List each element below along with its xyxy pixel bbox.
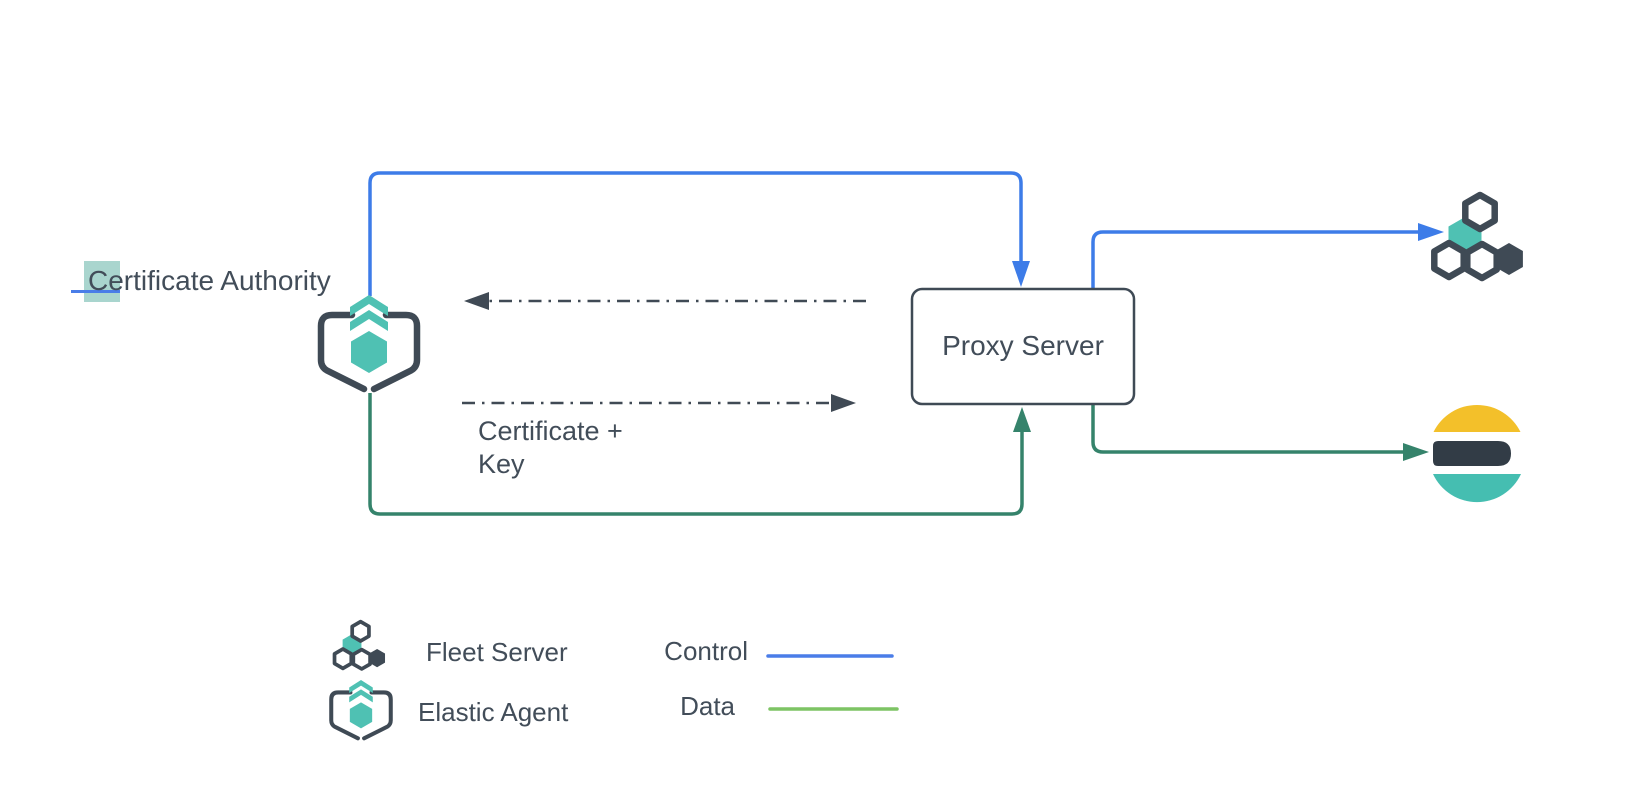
cert-exchange-arrow-to-agent[interactable] [464, 292, 866, 310]
certificate-key-line1: Certificate + [478, 416, 623, 446]
elasticsearch-bottom-segment [1433, 474, 1521, 503]
legend: Fleet Server Elastic Agent Control Data [331, 619, 899, 739]
certificate-key-label[interactable]: Certificate + Key [478, 416, 623, 479]
arrowhead-right-icon [1403, 443, 1429, 461]
data-path-proxy-to-elasticsearch[interactable] [1091, 404, 1429, 461]
control-line [368, 171, 1023, 296]
legend-fleet-server-label: Fleet Server [426, 637, 568, 667]
elastic-agent-icon[interactable] [321, 295, 417, 389]
text-cursor-underline [71, 290, 120, 293]
legend-item-fleet-server[interactable]: Fleet Server [332, 619, 568, 671]
legend-item-data[interactable]: Data [680, 691, 899, 721]
data-line [1091, 404, 1404, 454]
certificate-authority-label: Certificate Authority [88, 265, 331, 296]
legend-item-elastic-agent[interactable]: Elastic Agent [331, 680, 569, 738]
arrowhead-left-icon [464, 292, 489, 310]
data-path-agent-to-proxy[interactable] [368, 393, 1031, 516]
legend-elastic-agent-label: Elastic Agent [418, 697, 569, 727]
elasticsearch-top-segment [1433, 404, 1521, 432]
control-path-proxy-to-fleet[interactable] [1091, 223, 1444, 288]
arrowhead-down-icon [1012, 261, 1030, 287]
arrowhead-up-icon [1013, 407, 1031, 432]
certificate-authority-node[interactable]: Certificate Authority [71, 261, 331, 302]
arrowhead-right-icon [1418, 223, 1444, 241]
fleet-server-icon[interactable] [1434, 195, 1523, 278]
legend-item-control[interactable]: Control [664, 636, 894, 666]
legend-data-label: Data [680, 691, 735, 721]
elasticsearch-middle-segment [1433, 441, 1511, 466]
elastic-agent-glyph [321, 295, 417, 389]
elasticsearch-icon[interactable] [1433, 404, 1521, 503]
data-line [368, 393, 1024, 516]
fleet-server-glyph [1434, 195, 1523, 278]
certificate-key-line2: Key [478, 449, 525, 479]
control-line [1091, 230, 1419, 288]
legend-control-label: Control [664, 636, 748, 666]
arrowhead-right-icon [831, 394, 856, 412]
text-selection-highlight [84, 261, 120, 302]
fleet-server-icon [332, 619, 387, 671]
proxy-server-box[interactable]: Proxy Server [910, 287, 1136, 406]
control-path-agent-to-proxy[interactable] [368, 171, 1030, 296]
elastic-agent-icon [331, 680, 391, 738]
cert-exchange-arrow-to-proxy[interactable] [462, 394, 856, 412]
proxy-server-label: Proxy Server [942, 330, 1104, 361]
proxy-server-shape [910, 287, 1136, 406]
